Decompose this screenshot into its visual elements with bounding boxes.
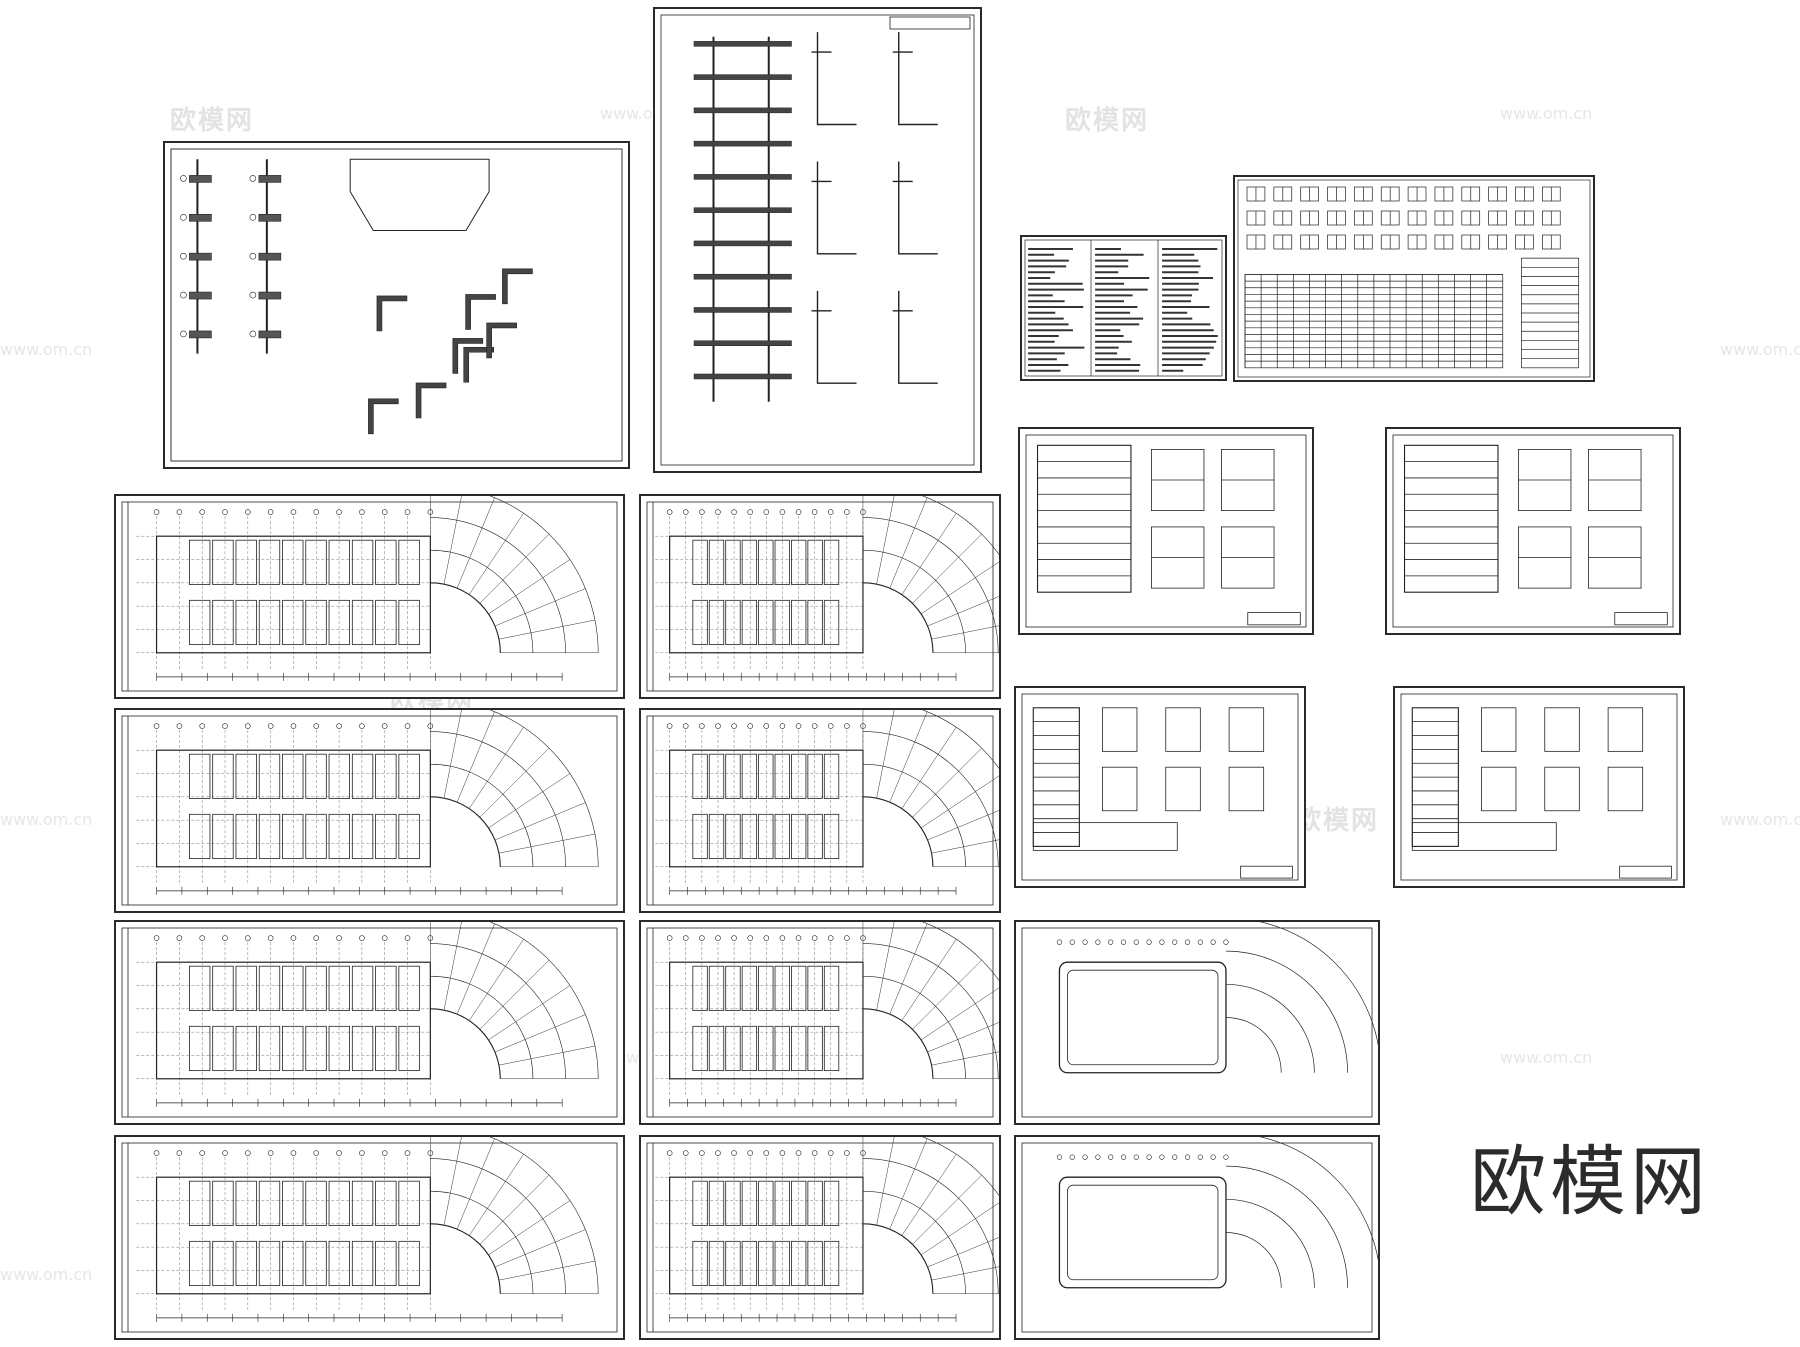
watermark-url: www.om.cn (1500, 1048, 1593, 1067)
floor-plan-typical-2-drawing (646, 710, 999, 906)
floor-plan-typical-3-drawing (646, 922, 999, 1118)
door-window-schedule-sheet-drawing (1237, 179, 1591, 378)
floor-plan-third-drawing (121, 922, 618, 1118)
stair-section-details-sheet-drawing (660, 14, 975, 466)
section-sheet-2-drawing (1400, 693, 1678, 881)
watermark-url: www.om.cn (0, 810, 93, 829)
floor-plan-typical-3 (639, 920, 1001, 1125)
floor-plan-second-drawing (121, 710, 618, 906)
watermark-url: www.om.cn (1500, 104, 1593, 123)
wall-section-details-sheet (163, 141, 630, 469)
watermark-url: www.om.cn (0, 340, 93, 359)
roof-plan-2-drawing (1021, 1137, 1378, 1333)
watermark-url: www.om.cn (0, 1265, 93, 1284)
floor-plan-typical-4-drawing (646, 1137, 999, 1333)
design-notes-sheet-drawing (1024, 239, 1223, 377)
elevation-sheet-2-drawing (1392, 434, 1674, 628)
watermark-url: www.om.cn (1720, 340, 1800, 359)
roof-plan-2 (1014, 1135, 1380, 1340)
section-sheet-1 (1014, 686, 1306, 888)
floor-plan-ground-drawing (121, 496, 618, 692)
elevation-sheet-1-drawing (1025, 434, 1307, 628)
elevation-sheet-1 (1018, 427, 1314, 635)
floor-plan-typical-1 (639, 494, 1001, 699)
floor-plan-fourth-drawing (121, 1137, 618, 1333)
floor-plan-ground (114, 494, 625, 699)
stair-section-details-sheet (653, 7, 982, 473)
floor-plan-second (114, 708, 625, 913)
floor-plan-third (114, 920, 625, 1125)
roof-plan-1 (1014, 920, 1380, 1125)
watermark-logo: 欧模网 (170, 106, 255, 136)
section-sheet-2 (1393, 686, 1685, 888)
watermark-logo: 欧模网 (1065, 106, 1150, 136)
brand-logo: 欧模网 (1470, 1137, 1710, 1226)
watermark-url: www.om.cn (1720, 810, 1800, 829)
floor-plan-fourth (114, 1135, 625, 1340)
wall-section-details-sheet-drawing (170, 148, 623, 462)
elevation-sheet-2 (1385, 427, 1681, 635)
floor-plan-typical-2 (639, 708, 1001, 913)
design-notes-sheet (1020, 235, 1227, 381)
watermark-logo: 欧模网 (1295, 806, 1380, 836)
floor-plan-typical-4 (639, 1135, 1001, 1340)
floor-plan-typical-1-drawing (646, 496, 999, 692)
roof-plan-1-drawing (1021, 922, 1378, 1118)
section-sheet-1-drawing (1021, 693, 1299, 881)
door-window-schedule-sheet (1233, 175, 1595, 382)
